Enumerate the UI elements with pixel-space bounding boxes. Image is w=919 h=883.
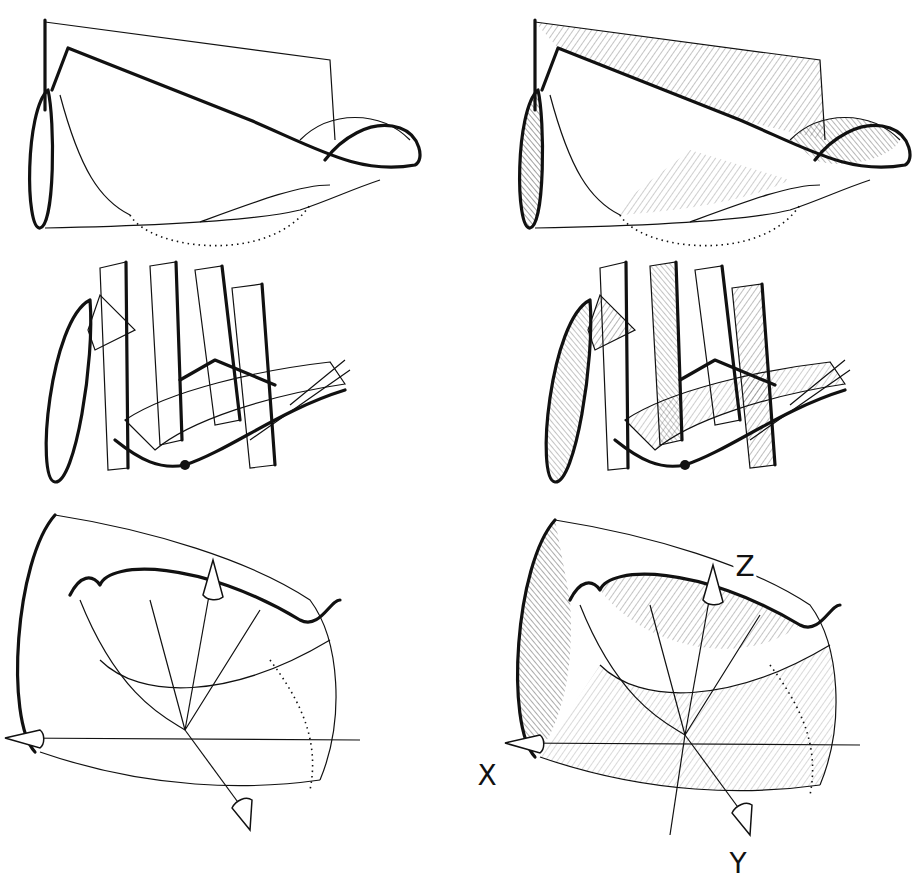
strip-sections-shaded bbox=[546, 262, 850, 482]
surface-outline bbox=[30, 20, 420, 246]
axis-label: Z bbox=[733, 553, 756, 581]
axis-label: X bbox=[475, 762, 498, 790]
axis-label: Y bbox=[727, 850, 748, 878]
surface-with-axes-shaded bbox=[505, 520, 860, 835]
surface-shaded bbox=[520, 20, 910, 246]
strip-sections bbox=[46, 262, 350, 482]
surface-with-axes bbox=[5, 515, 360, 830]
